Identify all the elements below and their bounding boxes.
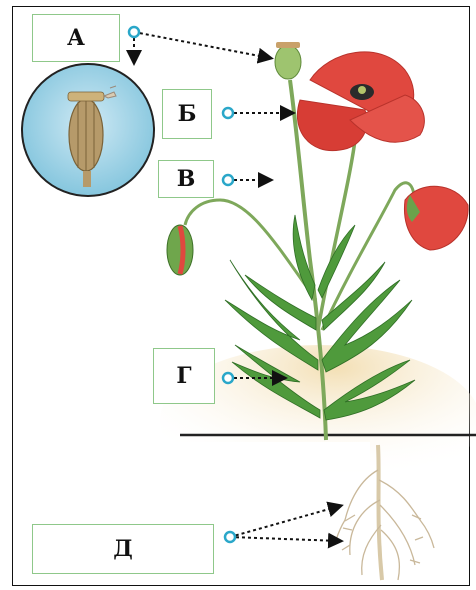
- right-flower: [404, 186, 468, 250]
- blank-strip: [78, 442, 370, 470]
- label-b-box: Б: [162, 89, 212, 139]
- left-bud: [167, 225, 193, 275]
- top-capsule: [275, 42, 301, 79]
- label-a-text: А: [67, 25, 85, 51]
- label-b-text: Б: [178, 101, 197, 127]
- label-a-box: А: [32, 14, 120, 62]
- label-g-text: Г: [176, 363, 191, 389]
- label-v-text: В: [177, 166, 196, 192]
- label-v-box: В: [158, 160, 214, 198]
- label-d-text: Д: [113, 536, 133, 562]
- label-g-box: Г: [153, 348, 215, 404]
- label-d-box: Д: [32, 524, 214, 574]
- big-flower: [297, 52, 424, 151]
- capsule-inset: [22, 64, 154, 196]
